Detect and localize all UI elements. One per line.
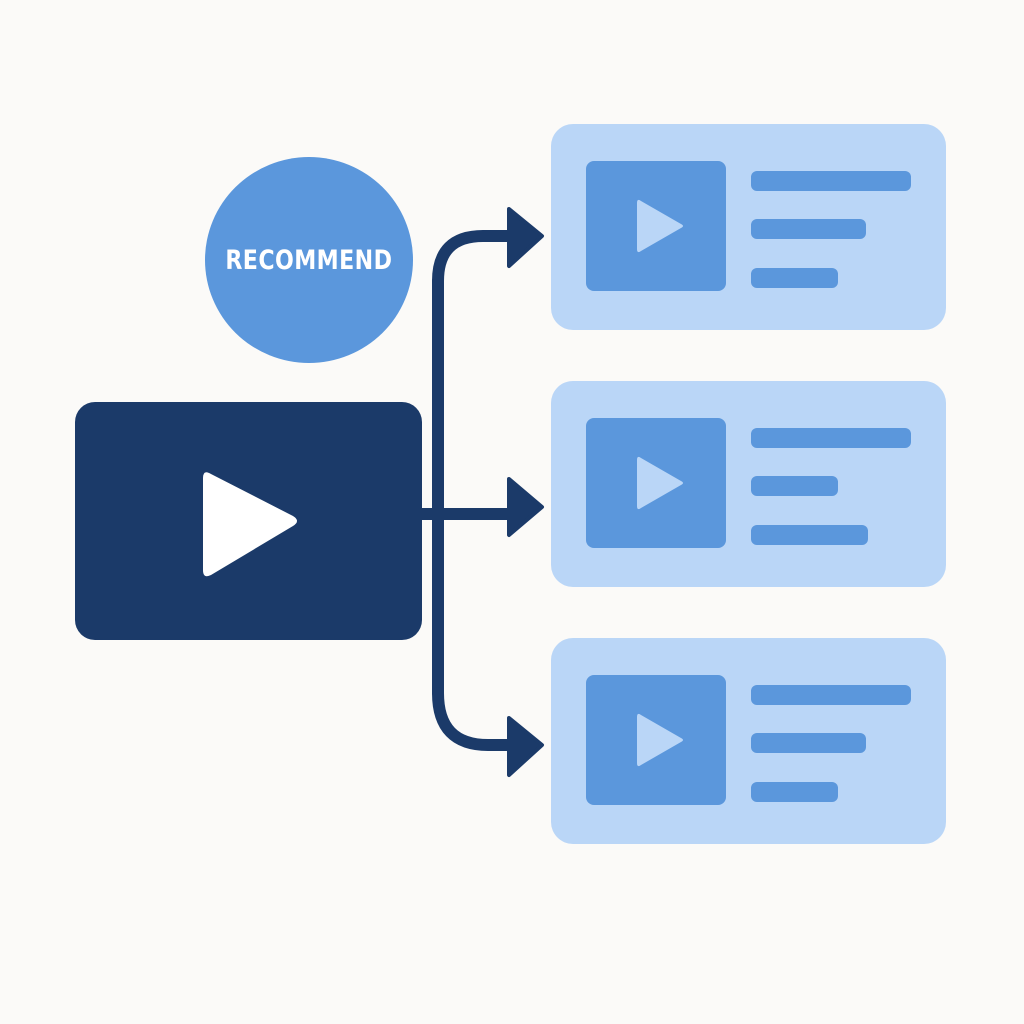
source-video-player[interactable] bbox=[75, 402, 422, 640]
video-thumbnail bbox=[586, 418, 726, 548]
play-icon bbox=[637, 456, 683, 510]
recommend-badge: RECOMMEND bbox=[205, 157, 413, 363]
meta-placeholder-line bbox=[751, 733, 866, 753]
meta-placeholder-line bbox=[751, 782, 838, 802]
meta-placeholder-line bbox=[751, 476, 838, 496]
recommended-video-card-2[interactable] bbox=[551, 381, 946, 587]
video-thumbnail bbox=[586, 675, 726, 805]
play-icon bbox=[203, 472, 297, 577]
meta-placeholder-line bbox=[751, 525, 868, 545]
play-icon bbox=[637, 199, 683, 253]
recommended-video-card-3[interactable] bbox=[551, 638, 946, 844]
recommended-video-card-1[interactable] bbox=[551, 124, 946, 330]
arrow-to-card-1 bbox=[432, 207, 544, 287]
title-placeholder-line bbox=[751, 685, 911, 705]
play-icon bbox=[637, 713, 683, 767]
title-placeholder-line bbox=[751, 171, 911, 191]
recommend-label: RECOMMEND bbox=[225, 244, 393, 276]
meta-placeholder-line bbox=[751, 219, 866, 239]
title-placeholder-line bbox=[751, 428, 911, 448]
video-thumbnail bbox=[586, 161, 726, 291]
arrow-to-card-3 bbox=[432, 687, 544, 777]
arrow-to-card-2 bbox=[420, 477, 544, 537]
meta-placeholder-line bbox=[751, 268, 838, 288]
